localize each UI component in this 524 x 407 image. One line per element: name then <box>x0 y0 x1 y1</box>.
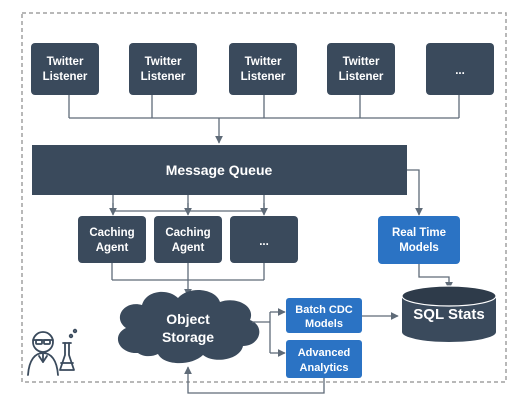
cloud-icon <box>117 290 260 364</box>
processing-connectors <box>252 308 286 357</box>
analytics-line2: Analytics <box>300 362 349 374</box>
agent-1-line1: Caching <box>89 227 134 239</box>
listener-3-line2: Listener <box>241 71 286 83</box>
listener-4-line2: Listener <box>339 71 384 83</box>
batch-line1: Batch CDC <box>295 304 353 316</box>
agent-connectors <box>109 195 268 216</box>
batch-cdc-box <box>286 298 362 333</box>
feedback-connector <box>184 366 325 394</box>
sql-stats-label: SQL Stats <box>413 306 484 323</box>
listener-1-line2: Listener <box>43 71 88 83</box>
listener-2-line1: Twitter <box>145 56 182 68</box>
listener-group: Twitter Listener Twitter Listener Twitte… <box>31 43 494 95</box>
message-queue-label: Message Queue <box>166 162 273 178</box>
listener-box-4 <box>327 43 395 95</box>
listener-5-line1: ... <box>455 65 465 77</box>
agent-2-line1: Caching <box>165 227 210 239</box>
object-storage-line1: Object <box>166 311 210 327</box>
agent-1-line2: Agent <box>96 242 129 254</box>
agent-group: Caching Agent Caching Agent ... <box>78 216 298 263</box>
realtime-line1: Real Time <box>392 227 446 239</box>
listener-4-line1: Twitter <box>343 56 380 68</box>
listener-connectors <box>68 95 460 144</box>
agent-2-line2: Agent <box>172 242 205 254</box>
listener-2-line2: Listener <box>141 71 186 83</box>
storage-connectors <box>111 263 265 297</box>
agent-box-1 <box>78 216 146 263</box>
listener-1-line1: Twitter <box>47 56 84 68</box>
listener-box-5 <box>426 43 494 95</box>
database-icon <box>401 285 497 342</box>
object-storage-line2: Storage <box>162 329 214 345</box>
realtime-sql-connector <box>418 264 453 290</box>
agent-box-3 <box>230 216 298 263</box>
scientist-icon <box>24 322 80 378</box>
realtime-connector <box>407 169 423 216</box>
analytics-line1: Advanced <box>298 347 351 359</box>
listener-3-line1: Twitter <box>245 56 282 68</box>
realtime-models-box <box>378 216 460 264</box>
batch-line2: Models <box>305 318 343 330</box>
agent-3-line1: ... <box>259 236 269 248</box>
agent-box-2 <box>154 216 222 263</box>
realtime-line2: Models <box>399 242 439 254</box>
listener-box-3 <box>229 43 297 95</box>
listener-box-2 <box>129 43 197 95</box>
advanced-analytics-box <box>286 340 362 378</box>
message-queue-bar <box>32 145 407 195</box>
listener-box-1 <box>31 43 99 95</box>
system-boundary <box>21 12 507 383</box>
